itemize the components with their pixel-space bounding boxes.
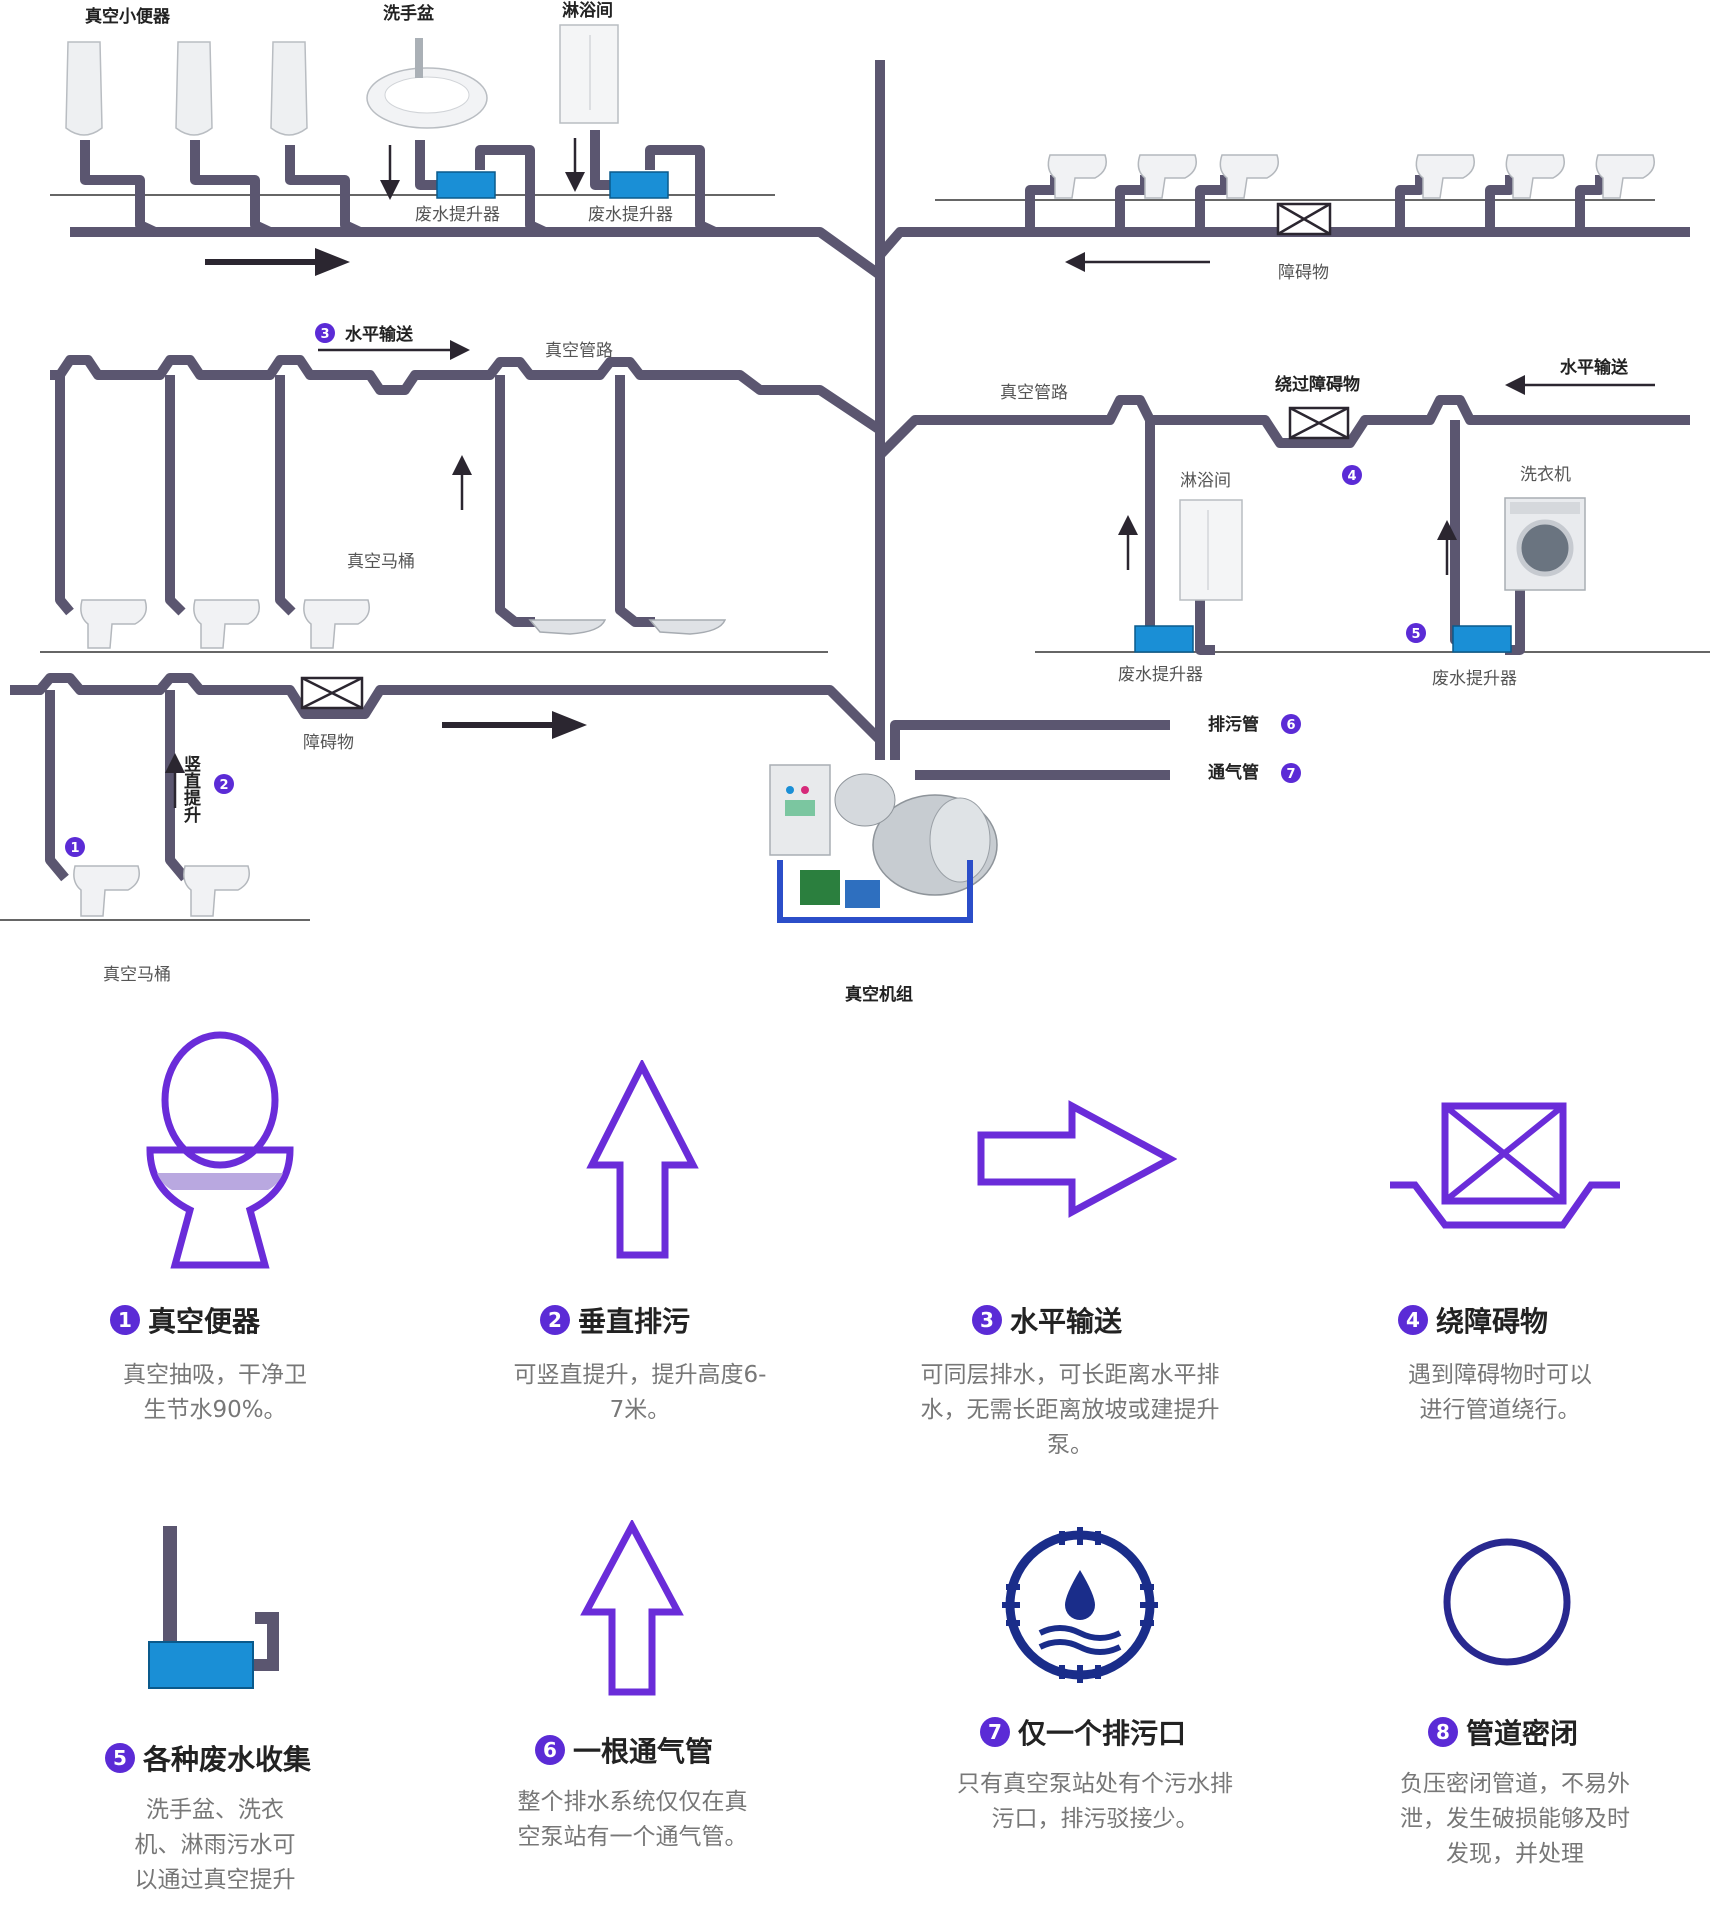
badge-1: 1: [65, 837, 85, 857]
badge-2: 2: [214, 774, 234, 794]
obstacle-box-left: [300, 676, 364, 710]
label-vacuum-pipe-left: 真空管路: [545, 341, 613, 361]
label-vacuum-toilet-mid: 真空马桶: [347, 552, 415, 572]
svg-text:4: 4: [1347, 469, 1356, 484]
label-shower-top: 淋浴间: [562, 0, 613, 21]
vacuum-drainage-diagram: 真空小便器 洗手盆 淋浴间 废水提升器 废水提升器 障碍物 水平输送 真空管路 …: [0, 0, 1710, 1005]
flow-arrows: [205, 248, 587, 739]
vacuum-unit-icon: [769, 764, 998, 923]
toilet-icon: [146, 1031, 294, 1269]
label-lift4: 废水提升器: [1432, 669, 1517, 689]
feature-desc-7: 只有真空泵站处有个污水排 污口，排污驳接少。: [957, 1771, 1233, 1832]
feature-desc-6: 整个排水系统仅仅在真 空泵站有一个通气管。: [517, 1789, 748, 1850]
badge-6: 6: [1281, 714, 1301, 734]
svg-text:5: 5: [1411, 627, 1420, 642]
label-unit: 真空机组: [845, 984, 913, 1005]
label-lift2: 废水提升器: [588, 205, 673, 225]
label-vacuum-pipe-right: 真空管路: [1000, 383, 1068, 403]
svg-text:6: 6: [1286, 718, 1295, 733]
basin-icon: [366, 38, 488, 129]
label-bypass: 绕过障碍物: [1275, 374, 1360, 395]
obstacle-box-top: [1276, 202, 1332, 236]
label-obstacle-top: 障碍物: [1278, 263, 1329, 283]
label-vacuum-toilet-bottom: 真空马桶: [103, 965, 171, 985]
label-vertical-lift: 竖直提升: [180, 755, 201, 824]
vent-arrow-icon: [580, 1520, 684, 1696]
feature-desc-8: 负压密闭管道，不易外 泄，发生破损能够及时 发现，并处理: [1400, 1771, 1630, 1867]
label-basin: 洗手盆: [383, 3, 435, 24]
label-washer: 洗衣机: [1520, 465, 1571, 485]
label-lift3: 废水提升器: [1118, 665, 1203, 685]
obstacle-icon: [1390, 1102, 1620, 1229]
shower-icon-right: [1179, 499, 1243, 601]
label-obstacle-left: 障碍物: [303, 733, 354, 753]
badge-3: 3: [315, 323, 335, 343]
label-horizontal-left: 水平输送: [345, 324, 414, 345]
urinal-icons: [65, 41, 308, 136]
toilet-icons: [73, 154, 1655, 917]
feature-desc-2: 可竖直提升，提升高度6- 7米。: [513, 1362, 767, 1423]
water-drop-icon: [1002, 1527, 1158, 1683]
feature-desc-5: 洗手盆、洗衣 机、淋雨污水可 以通过真空提升: [134, 1797, 296, 1893]
circle-icon: [1443, 1538, 1571, 1666]
washer-icon: [1504, 497, 1586, 591]
label-horizontal-right: 水平输送: [1560, 357, 1629, 378]
label-shower-right: 淋浴间: [1180, 471, 1231, 491]
svg-text:7: 7: [1286, 767, 1295, 782]
badge-5: 5: [1406, 623, 1426, 643]
feature-desc-4: 遇到障碍物时可以 进行管道绕行。: [1408, 1362, 1592, 1423]
svg-text:2: 2: [219, 778, 228, 793]
label-drain-pipe: 排污管: [1208, 714, 1259, 735]
svg-text:1: 1: [70, 841, 79, 856]
shower-icon-top: [559, 24, 619, 124]
svg-text:3: 3: [320, 327, 329, 342]
lifter-icon: [148, 1526, 279, 1689]
badge-4: 4: [1342, 465, 1362, 485]
waste-lifters: [436, 171, 1512, 653]
squat-pan-icons: [528, 619, 727, 635]
right-arrow-icon: [977, 1100, 1177, 1218]
label-lift1: 废水提升器: [415, 205, 500, 225]
label-urinal: 真空小便器: [85, 6, 171, 27]
up-arrow-icon: [586, 1060, 699, 1259]
label-vent-pipe: 通气管: [1208, 762, 1259, 783]
thin-arrows: [165, 138, 1655, 808]
obstacle-box-right: [1288, 406, 1350, 440]
badge-7: 7: [1281, 763, 1301, 783]
feature-desc-3: 可同层排水，可长距离水平排 水，无需长距离放坡或建提升 泵。: [920, 1362, 1220, 1458]
feature-desc-1: 真空抽吸，干净卫 生节水90%。: [123, 1362, 307, 1423]
